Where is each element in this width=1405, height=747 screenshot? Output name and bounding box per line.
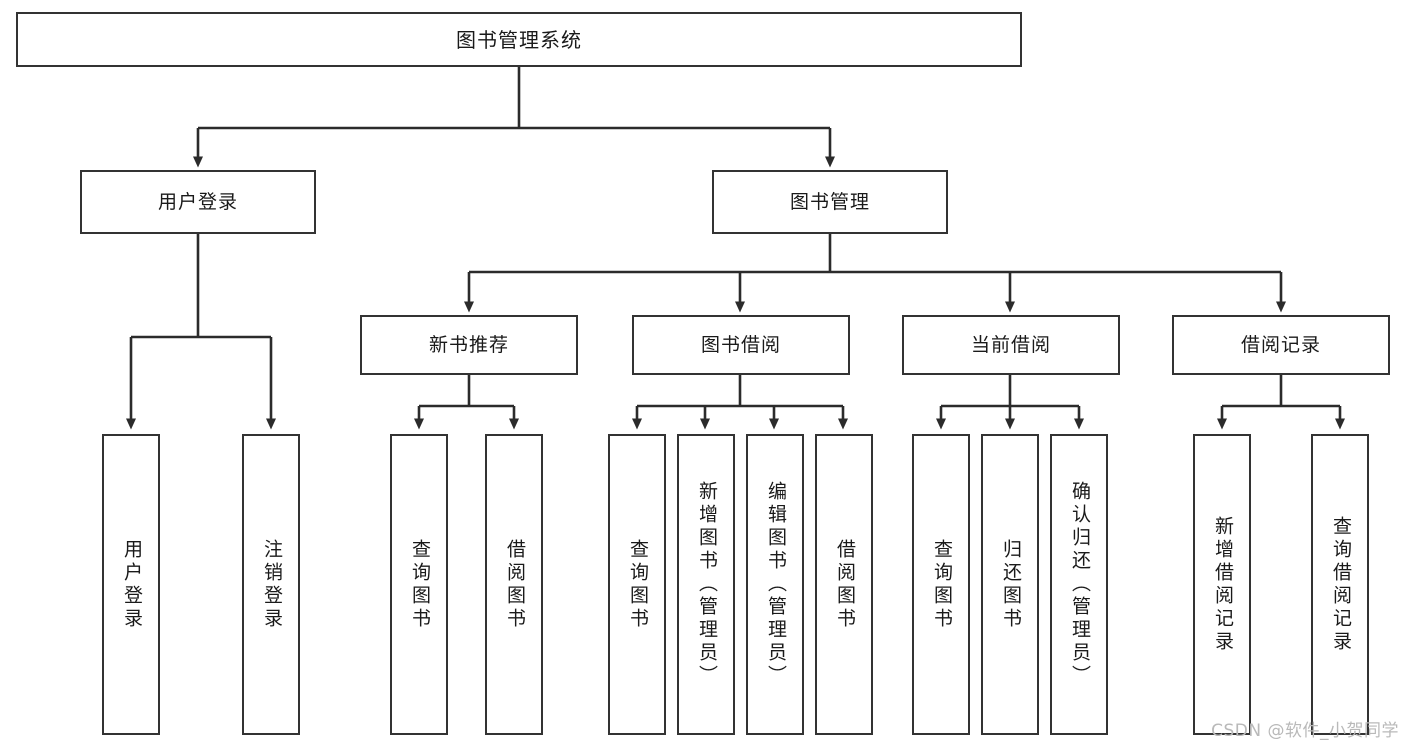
leaf-user-login[interactable]: 用户登录 [102, 434, 160, 735]
leaf-add-record[interactable]: 新增借阅记录 [1193, 434, 1251, 735]
node-borrow-record-label: 借阅记录 [1240, 333, 1321, 356]
leaf-query-book-2[interactable]: 查询图书 [608, 434, 666, 735]
node-new-book-recommend[interactable]: 新书推荐 [360, 315, 578, 375]
leaf-query-record[interactable]: 查询借阅记录 [1311, 434, 1369, 735]
leaf-borrow-book-1[interactable]: 借阅图书 [485, 434, 543, 735]
leaf-query-book-1-label: 查询图书 [408, 538, 431, 631]
node-user-login[interactable]: 用户登录 [80, 170, 316, 234]
watermark: CSDN @软件_小贺同学 [1211, 721, 1399, 741]
leaf-query-record-label: 查询借阅记录 [1329, 515, 1352, 654]
node-user-login-label: 用户登录 [157, 190, 238, 213]
node-current-borrow[interactable]: 当前借阅 [902, 315, 1120, 375]
node-borrow-record[interactable]: 借阅记录 [1172, 315, 1390, 375]
leaf-query-book-3-label: 查询图书 [930, 538, 953, 631]
leaf-query-book-3[interactable]: 查询图书 [912, 434, 970, 735]
leaf-edit-book-label: 编辑图书（管理员） [764, 481, 787, 688]
leaf-user-logout-label: 注销登录 [260, 538, 283, 631]
node-book-management[interactable]: 图书管理 [712, 170, 948, 234]
leaf-user-logout[interactable]: 注销登录 [242, 434, 300, 735]
leaf-query-book-1[interactable]: 查询图书 [390, 434, 448, 735]
node-root-label: 图书管理系统 [456, 27, 582, 52]
node-current-borrow-label: 当前借阅 [970, 333, 1051, 356]
leaf-add-book[interactable]: 新增图书（管理员） [677, 434, 735, 735]
leaf-return-book[interactable]: 归还图书 [981, 434, 1039, 735]
node-book-management-label: 图书管理 [789, 190, 870, 213]
leaf-borrow-book-2[interactable]: 借阅图书 [815, 434, 873, 735]
node-root[interactable]: 图书管理系统 [16, 12, 1022, 67]
leaf-add-record-label: 新增借阅记录 [1211, 515, 1234, 654]
node-book-borrow[interactable]: 图书借阅 [632, 315, 850, 375]
leaf-query-book-2-label: 查询图书 [626, 538, 649, 631]
leaf-edit-book[interactable]: 编辑图书（管理员） [746, 434, 804, 735]
node-book-borrow-label: 图书借阅 [700, 333, 781, 356]
leaf-add-book-label: 新增图书（管理员） [695, 481, 718, 688]
leaf-borrow-book-2-label: 借阅图书 [833, 538, 856, 631]
leaf-borrow-book-1-label: 借阅图书 [503, 538, 526, 631]
leaf-confirm-return-label: 确认归还（管理员） [1068, 481, 1091, 688]
leaf-confirm-return[interactable]: 确认归还（管理员） [1050, 434, 1108, 735]
leaf-return-book-label: 归还图书 [999, 538, 1022, 631]
node-new-book-recommend-label: 新书推荐 [428, 333, 509, 356]
leaf-user-login-label: 用户登录 [120, 538, 143, 631]
